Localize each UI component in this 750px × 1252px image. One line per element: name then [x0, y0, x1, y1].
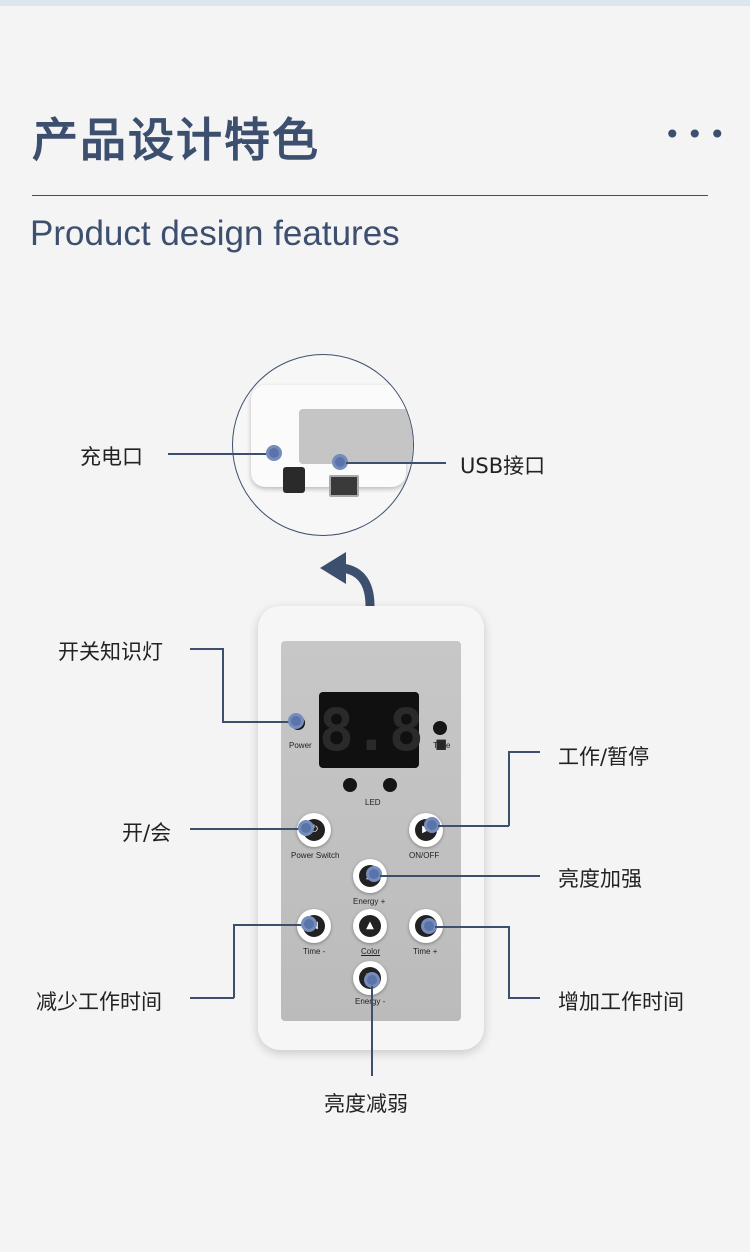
callout-brightness-down: 亮度减弱	[324, 1092, 408, 1116]
energy-minus-label: Energy -	[355, 997, 386, 1006]
callout-line	[233, 924, 303, 926]
callout-line	[190, 828, 300, 830]
color-label: Color	[361, 947, 381, 956]
callout-time-increase: 增加工作时间	[558, 990, 684, 1014]
indicator-led-left	[343, 778, 357, 792]
power-label: Power	[289, 741, 312, 750]
callout-line	[190, 997, 234, 999]
callout-line	[168, 453, 268, 455]
time-led	[433, 721, 447, 735]
callout-line	[222, 721, 290, 723]
ellipsis-icon[interactable]: •••	[664, 118, 732, 151]
page-subtitle: Product design features	[30, 214, 400, 253]
callout-dot	[366, 866, 382, 882]
callout-line	[380, 875, 540, 877]
callout-line	[508, 926, 510, 998]
port-zoom-circle	[232, 354, 414, 536]
device-top-panel	[299, 409, 413, 464]
callout-line	[233, 924, 235, 998]
title-divider	[32, 195, 708, 196]
curved-arrow-icon	[320, 552, 375, 607]
power-switch-label: Power Switch	[291, 851, 340, 860]
callout-line	[371, 986, 373, 1076]
top-bar	[0, 0, 750, 6]
callout-line	[190, 648, 223, 650]
callout-dot	[266, 445, 282, 461]
callout-power-switch: 开/会	[122, 821, 172, 845]
callout-work-pause: 工作/暂停	[558, 745, 650, 769]
remote-control-device: 8.8. Power Time LED ⏻ Power Switch ▶ ON/…	[258, 606, 484, 1050]
callout-time-decrease: 减少工作时间	[36, 990, 162, 1014]
indicator-led-right	[383, 778, 397, 792]
energy-plus-label: Energy +	[353, 897, 386, 906]
page-title: 产品设计特色	[32, 113, 320, 167]
callout-knowledge-light: 开关知识灯	[58, 640, 163, 664]
time-label: Time	[433, 741, 451, 750]
usb-port	[329, 475, 359, 497]
callout-brightness-up: 亮度加强	[558, 867, 642, 891]
callout-dot	[301, 916, 317, 932]
charging-port	[283, 467, 305, 493]
callout-line	[435, 926, 508, 928]
callout-line	[508, 751, 540, 753]
callout-line	[508, 751, 510, 826]
time-minus-label: Time -	[303, 947, 326, 956]
led-label: LED	[365, 798, 381, 807]
callout-line	[346, 462, 446, 464]
callout-dot	[298, 820, 314, 836]
callout-line	[438, 825, 509, 827]
color-button[interactable]: ▲	[353, 909, 387, 943]
callout-usb-port: USB接口	[460, 454, 546, 478]
device-side-view	[251, 385, 413, 497]
callout-line	[222, 648, 224, 722]
callout-charging-port: 充电口	[80, 445, 143, 469]
on-off-label: ON/OFF	[409, 851, 440, 860]
led-display: 8.8.	[319, 692, 459, 768]
time-plus-label: Time +	[413, 947, 438, 956]
callout-line	[508, 997, 540, 999]
bell-icon: ▲	[359, 915, 381, 937]
callout-dot	[288, 713, 304, 729]
